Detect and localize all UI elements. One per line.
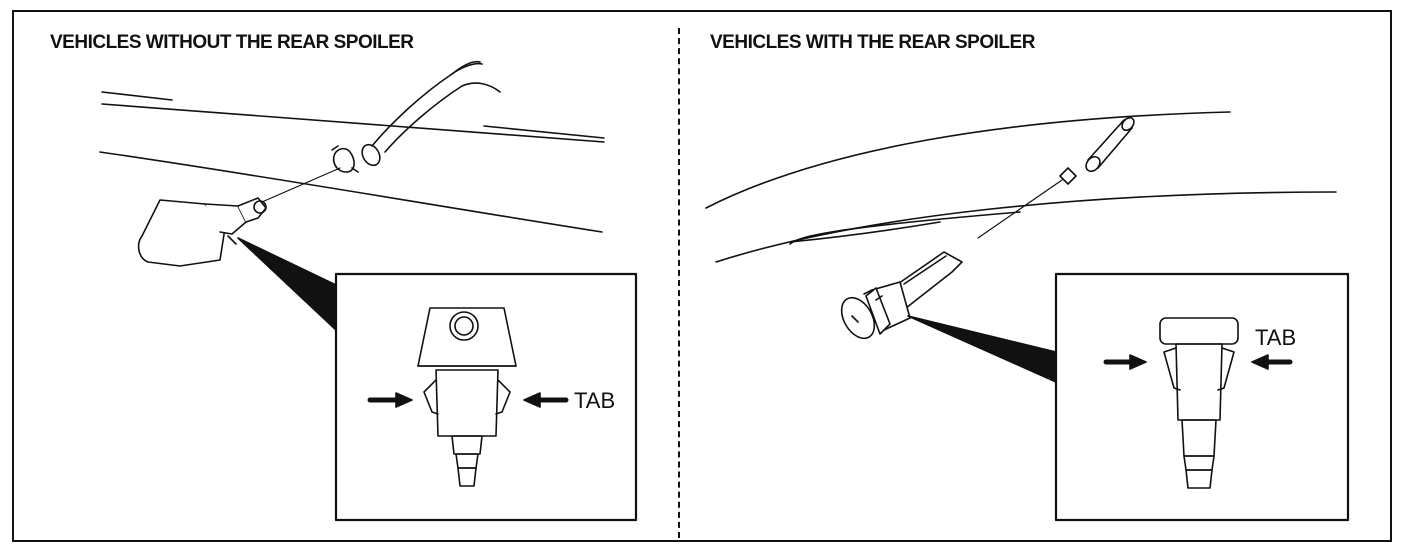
left-callout-pointer	[238, 238, 336, 330]
right-hose-connector	[1060, 168, 1076, 184]
left-panel-heading: VEHICLES WITHOUT THE REAR SPOILER	[50, 32, 414, 53]
right-inset-nozzle	[1160, 318, 1238, 488]
left-washer-hose	[359, 62, 500, 169]
left-tab-arrows	[370, 393, 566, 407]
right-tab-arrows	[1106, 355, 1290, 369]
panel-divider	[678, 28, 680, 538]
right-panel-heading: VEHICLES WITH THE REAR SPOILER	[710, 32, 1035, 53]
right-washer-hose	[1083, 115, 1136, 174]
right-tab-label: TAB	[1255, 325, 1297, 350]
left-tab-label: TAB	[574, 388, 616, 413]
right-body-panel	[706, 112, 1336, 262]
left-inset-nozzle	[418, 308, 516, 486]
left-body-panel	[100, 92, 604, 232]
left-inset-box	[336, 274, 636, 520]
left-hose-clip	[332, 146, 358, 172]
right-inset-box	[1056, 274, 1348, 520]
right-callout-pointer	[908, 316, 1056, 382]
diagram-frame	[12, 10, 1392, 542]
left-nozzle	[139, 198, 266, 266]
right-assembly-line	[978, 180, 1062, 238]
left-assembly-line	[262, 168, 340, 202]
right-nozzle	[835, 252, 962, 344]
